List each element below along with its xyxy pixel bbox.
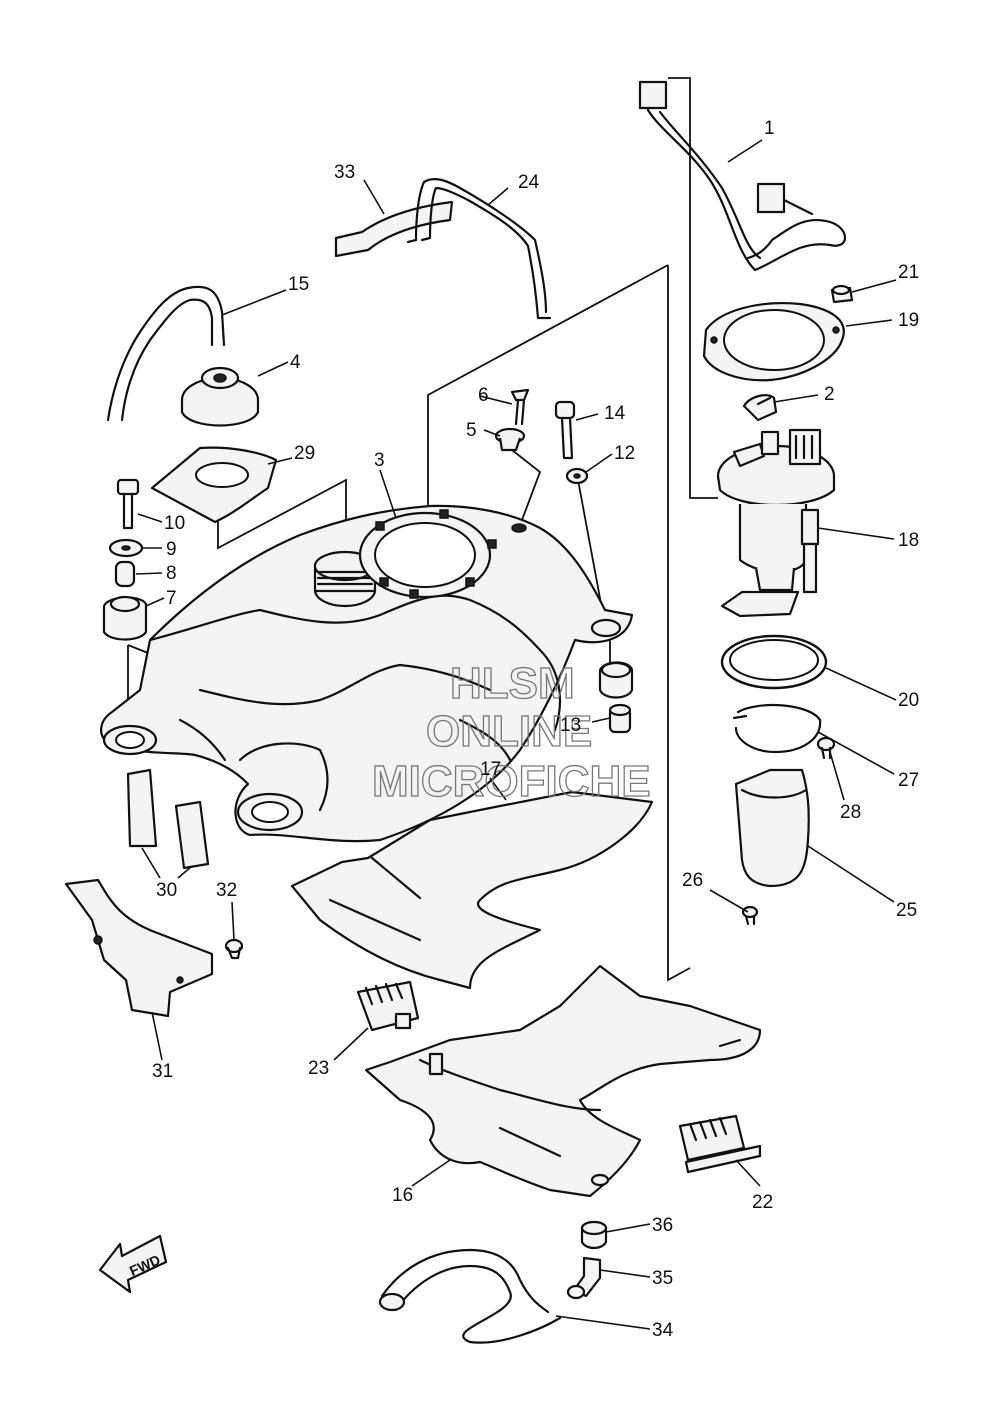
part-label: 16 bbox=[392, 1185, 413, 1206]
part-number-labels: 1 2 3 4 5 6 7 8 9 10 12 13 14 15 16 17 1… bbox=[152, 118, 919, 1341]
part-14-bolt bbox=[554, 400, 576, 460]
part-label: 26 bbox=[682, 870, 703, 891]
part-4-fuel-cap bbox=[180, 366, 260, 427]
part-label: 23 bbox=[308, 1058, 329, 1079]
part-2-hose-clip bbox=[742, 394, 778, 422]
part-label: 27 bbox=[898, 770, 919, 791]
part-29-cap-gasket-plate bbox=[150, 446, 278, 524]
part-label: 36 bbox=[652, 1215, 673, 1236]
part-label: 7 bbox=[166, 588, 177, 609]
watermark-line1: HLSM bbox=[450, 659, 575, 708]
part-6-screw bbox=[510, 388, 530, 426]
part-label: 18 bbox=[898, 530, 919, 551]
part-27-clamp bbox=[732, 703, 822, 754]
part-label: 17 bbox=[480, 759, 501, 780]
part-7-damper bbox=[102, 595, 148, 641]
part-label: 32 bbox=[216, 880, 237, 901]
part-label: 35 bbox=[652, 1268, 673, 1289]
part-17-insulator-sheet bbox=[290, 790, 654, 990]
part-30-spacers bbox=[126, 768, 210, 870]
part-label: 31 bbox=[152, 1061, 173, 1082]
part-label: 21 bbox=[898, 262, 919, 283]
part-25-filter-case bbox=[734, 768, 810, 888]
part-label: 24 bbox=[518, 172, 540, 193]
part-35-fitting bbox=[566, 1256, 602, 1300]
part-label: 28 bbox=[840, 802, 861, 823]
part-32-clip bbox=[224, 938, 244, 960]
part-23-relay bbox=[356, 980, 420, 1032]
part-18-fuel-pump bbox=[716, 428, 836, 618]
part-15-vent-hose bbox=[106, 285, 226, 422]
part-label: 6 bbox=[478, 385, 489, 406]
part-16-under-tray bbox=[364, 964, 762, 1198]
part-1-fuel-hose bbox=[638, 80, 847, 272]
leader-lines bbox=[135, 139, 897, 1330]
part-19-pump-plate bbox=[702, 302, 845, 382]
part-3-fuel-tank bbox=[100, 504, 634, 843]
part-label: 30 bbox=[156, 880, 177, 901]
part-label: 19 bbox=[898, 310, 919, 331]
part-13-collar bbox=[608, 703, 632, 734]
part-label: 13 bbox=[560, 715, 581, 736]
part-31-side-cover bbox=[64, 878, 214, 1018]
part-10-bolt bbox=[116, 478, 140, 530]
part-21-nut bbox=[830, 284, 854, 304]
part-8-collar bbox=[114, 560, 136, 588]
part-label: 9 bbox=[166, 539, 177, 560]
part-label: 20 bbox=[898, 690, 919, 711]
part-22-relay bbox=[678, 1114, 762, 1174]
part-label: 14 bbox=[604, 403, 626, 424]
assembly-guide-lines bbox=[127, 77, 718, 982]
part-20-o-ring bbox=[720, 634, 828, 690]
part-label: 12 bbox=[614, 443, 635, 464]
part-11-damper bbox=[598, 661, 634, 699]
part-label: 29 bbox=[294, 443, 315, 464]
part-label: 5 bbox=[466, 420, 477, 441]
part-label: 34 bbox=[652, 1320, 674, 1341]
part-9-washer bbox=[108, 538, 144, 558]
part-label: 25 bbox=[896, 900, 917, 921]
part-36-grommet bbox=[580, 1220, 608, 1250]
part-label: 2 bbox=[824, 384, 835, 405]
part-label: 15 bbox=[288, 274, 309, 295]
part-label: 22 bbox=[752, 1192, 773, 1213]
part-label: 4 bbox=[290, 352, 301, 373]
forward-direction-arrow: FWD bbox=[98, 1234, 168, 1294]
part-label: 8 bbox=[166, 563, 177, 584]
part-label: 33 bbox=[334, 162, 355, 183]
watermark: HLSM ONLINE MICROFICHE bbox=[371, 658, 651, 806]
part-26-screw bbox=[741, 905, 759, 926]
part-label: 1 bbox=[764, 118, 775, 139]
part-5-grommet bbox=[494, 427, 526, 452]
part-12-washer bbox=[565, 467, 589, 485]
part-label: 10 bbox=[164, 513, 185, 534]
watermark-line3: MICROFICHE bbox=[372, 757, 651, 806]
watermark-line2: ONLINE bbox=[426, 707, 592, 756]
part-33-24-breather-hoses bbox=[334, 178, 552, 320]
part-34-drain-hose bbox=[378, 1248, 562, 1344]
part-label: 3 bbox=[374, 450, 385, 471]
